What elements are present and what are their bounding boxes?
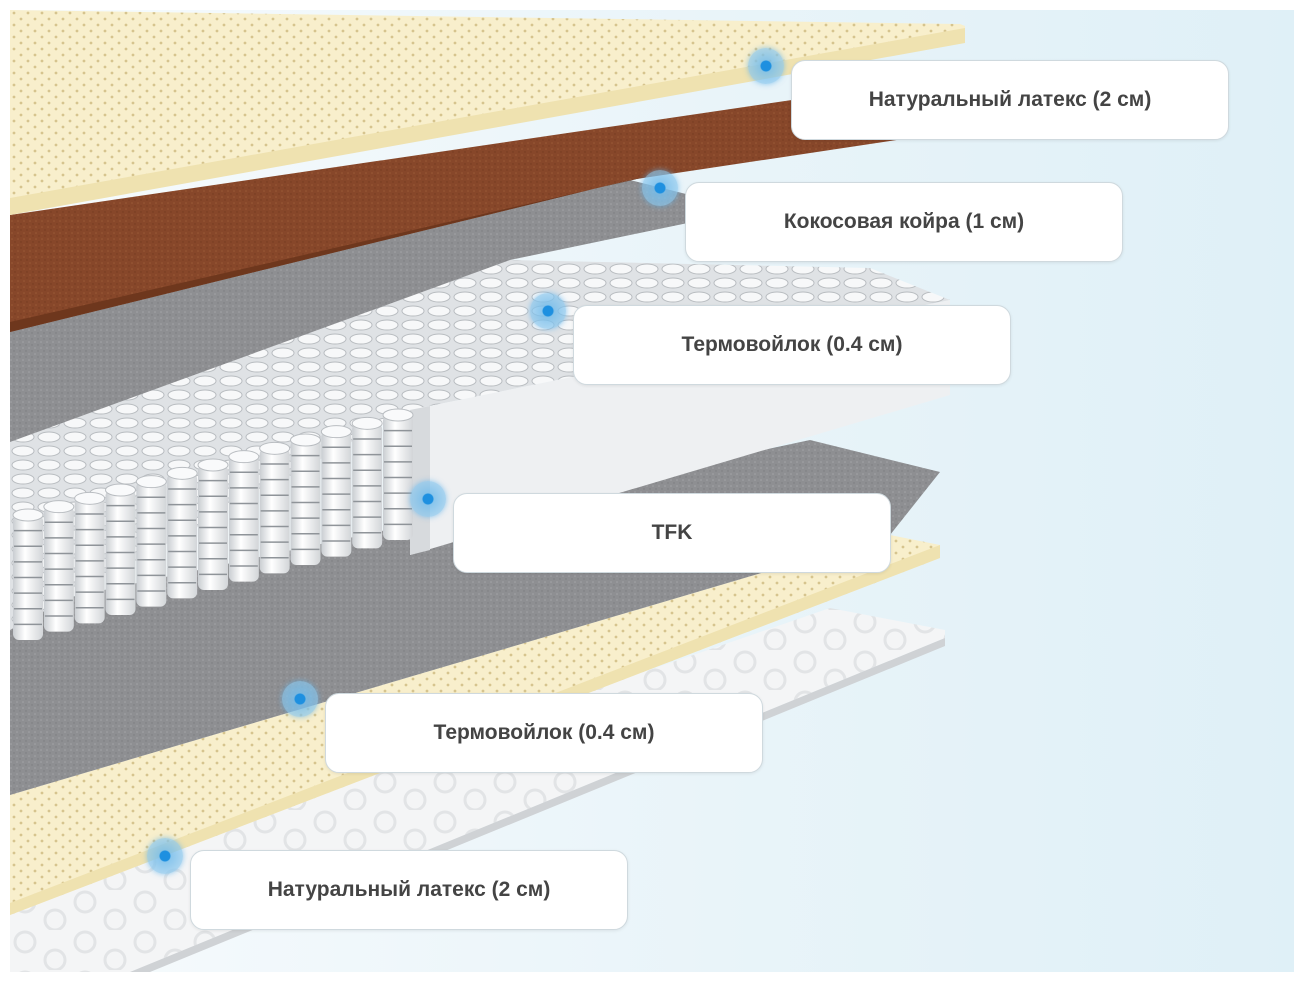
mattress-layers-illustration bbox=[10, 10, 965, 972]
spring-coil-cap bbox=[197, 458, 229, 472]
label-bottom-latex: Натуральный латекс (2 см) bbox=[190, 850, 628, 930]
spring-coil-cap bbox=[290, 433, 321, 447]
spring-coil-cap bbox=[320, 425, 352, 439]
label-thermofelt-top: Термовойлок (0.4 см) bbox=[573, 305, 1011, 385]
label-thermofelt-bottom: Термовойлок (0.4 см) bbox=[325, 693, 763, 773]
top-felt-layer bbox=[10, 180, 750, 442]
label-text: Кокосовая койра (1 см) bbox=[783, 210, 1025, 233]
label-coconut-coir: Кокосовая койра (1 см) bbox=[685, 182, 1123, 262]
mattress-diagram: Натуральный латекс (2 см) Кокосовая койр… bbox=[10, 10, 1294, 972]
label-text: TFK bbox=[651, 521, 693, 544]
label-top-latex: Натуральный латекс (2 см) bbox=[791, 60, 1229, 140]
marker-coconut-coir bbox=[642, 170, 678, 206]
spring-coil-cap bbox=[382, 408, 414, 422]
label-tfk: TFK bbox=[453, 493, 891, 573]
marker-tfk bbox=[410, 481, 446, 517]
spring-block-top bbox=[10, 260, 950, 630]
label-text: Натуральный латекс (2 см) bbox=[868, 88, 1152, 111]
marker-bottom-latex bbox=[147, 838, 183, 874]
spring-coil-cap bbox=[105, 483, 136, 497]
label-text: Термовойлок (0.4 см) bbox=[681, 333, 903, 356]
marker-thermofelt-top bbox=[530, 293, 566, 329]
spring-coil-cap bbox=[43, 500, 75, 514]
spring-coil-cap bbox=[74, 491, 106, 505]
spring-coil-cap bbox=[166, 466, 198, 480]
spring-coil-cap bbox=[228, 450, 260, 464]
label-text: Натуральный латекс (2 см) bbox=[267, 878, 551, 901]
label-text: Термовойлок (0.4 см) bbox=[433, 721, 655, 744]
spring-coil-cap bbox=[135, 475, 167, 489]
spring-coil-cap bbox=[259, 441, 291, 455]
spring-coil-cap bbox=[351, 416, 383, 430]
top-latex-layer bbox=[10, 10, 965, 202]
marker-top-latex bbox=[748, 48, 784, 84]
spring-coils bbox=[12, 408, 414, 640]
marker-thermofelt-bottom bbox=[282, 681, 318, 717]
spring-coil-cap bbox=[12, 508, 44, 522]
